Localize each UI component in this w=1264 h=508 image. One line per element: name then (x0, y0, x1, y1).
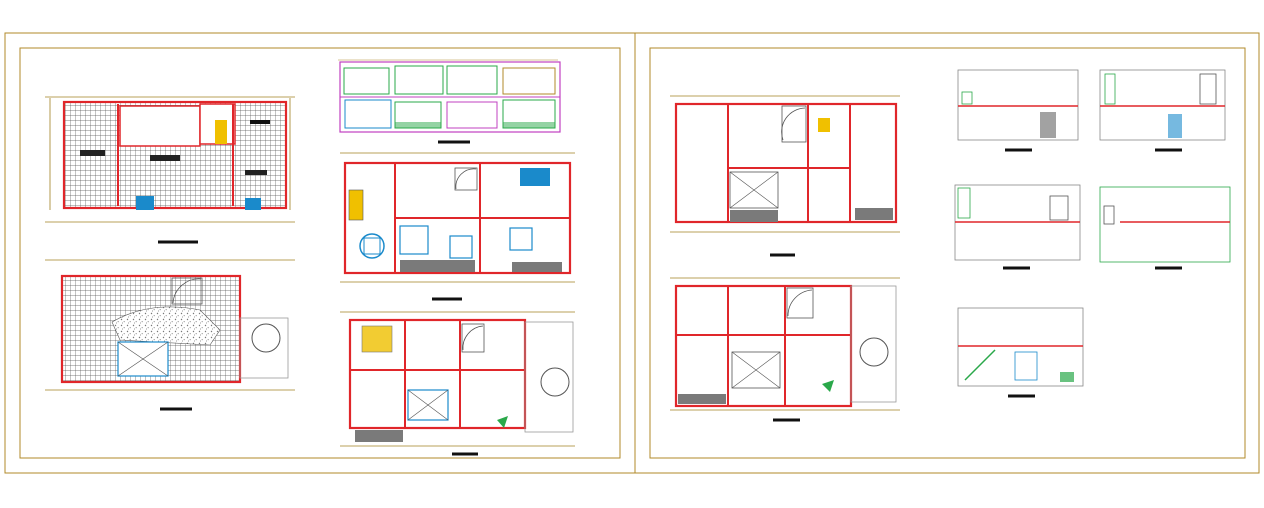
plan-ground-floor-tiled (45, 259, 295, 411)
section-d (1099, 186, 1231, 270)
plan-lower-floor-layout (670, 277, 900, 422)
section-b (1099, 69, 1226, 152)
section-a (957, 69, 1079, 152)
plan-ground-floor-furnished (340, 311, 575, 456)
section-c (954, 184, 1081, 270)
plan-first-floor-furnished (340, 152, 575, 301)
sheet-frame-right (634, 32, 1260, 474)
elevation-front (338, 59, 561, 144)
section-e (957, 307, 1084, 398)
plan-roof-tiled (45, 96, 295, 244)
plan-upper-floor-layout (670, 95, 900, 257)
